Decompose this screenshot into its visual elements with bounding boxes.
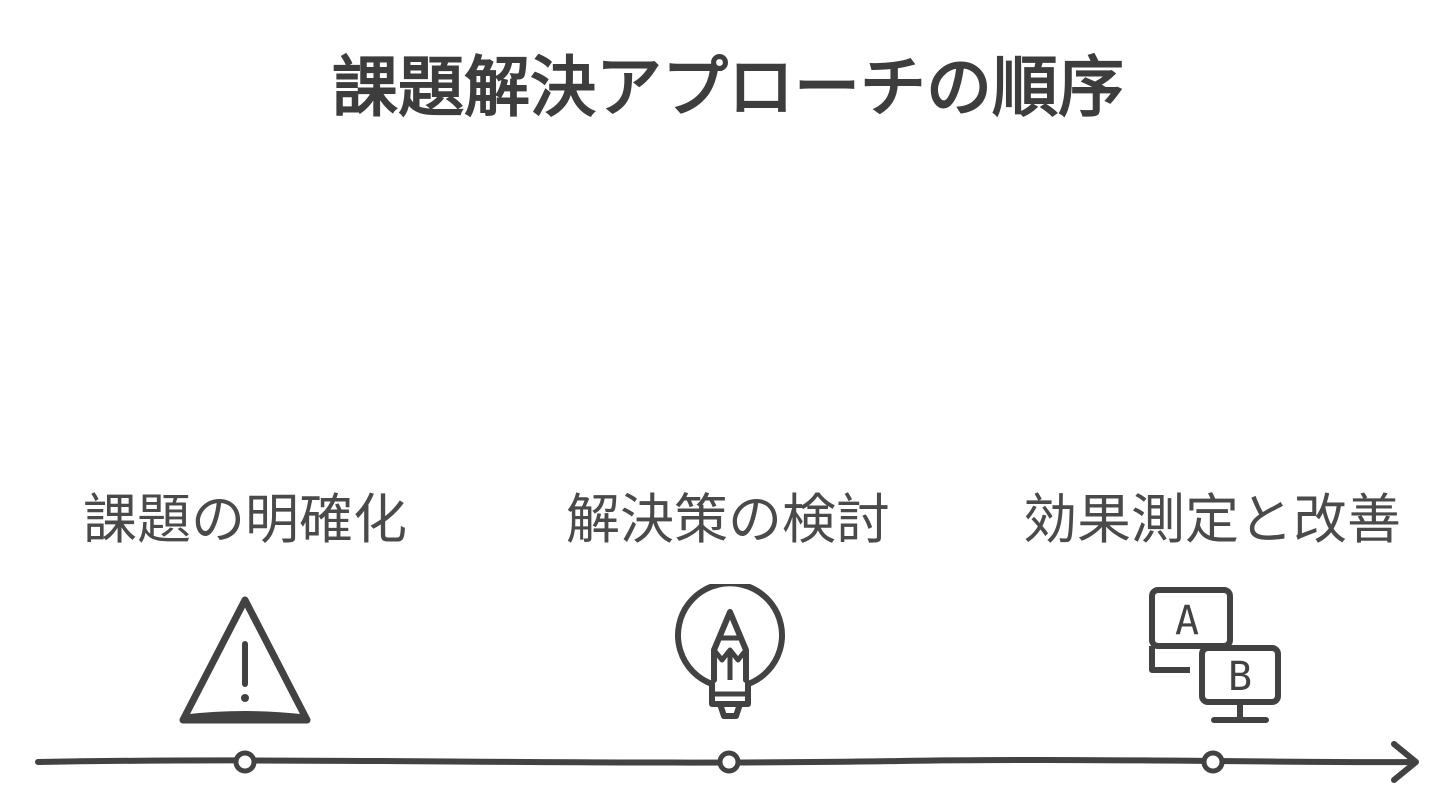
ab-label-a: A (1175, 598, 1199, 644)
warning-triangle-icon (179, 596, 311, 724)
lightbulb-pencil-icon (675, 584, 785, 719)
timeline-arrowhead-icon (1391, 741, 1419, 783)
ab-label-b: B (1228, 654, 1252, 700)
step-label-2: 解決策の検討 (566, 488, 890, 551)
ab-test-icon: A B (1149, 587, 1281, 723)
timeline-line (35, 757, 1417, 766)
step-label-3: 効果測定と改善 (1023, 488, 1401, 551)
diagram-title: 課題解決アプローチの順序 (332, 49, 1124, 126)
timeline-marker-3 (1201, 750, 1225, 774)
timeline-marker-1 (233, 750, 257, 774)
timeline-marker-2 (717, 750, 741, 774)
timeline (35, 741, 1419, 783)
step-label-1: 課題の明確化 (83, 488, 407, 551)
